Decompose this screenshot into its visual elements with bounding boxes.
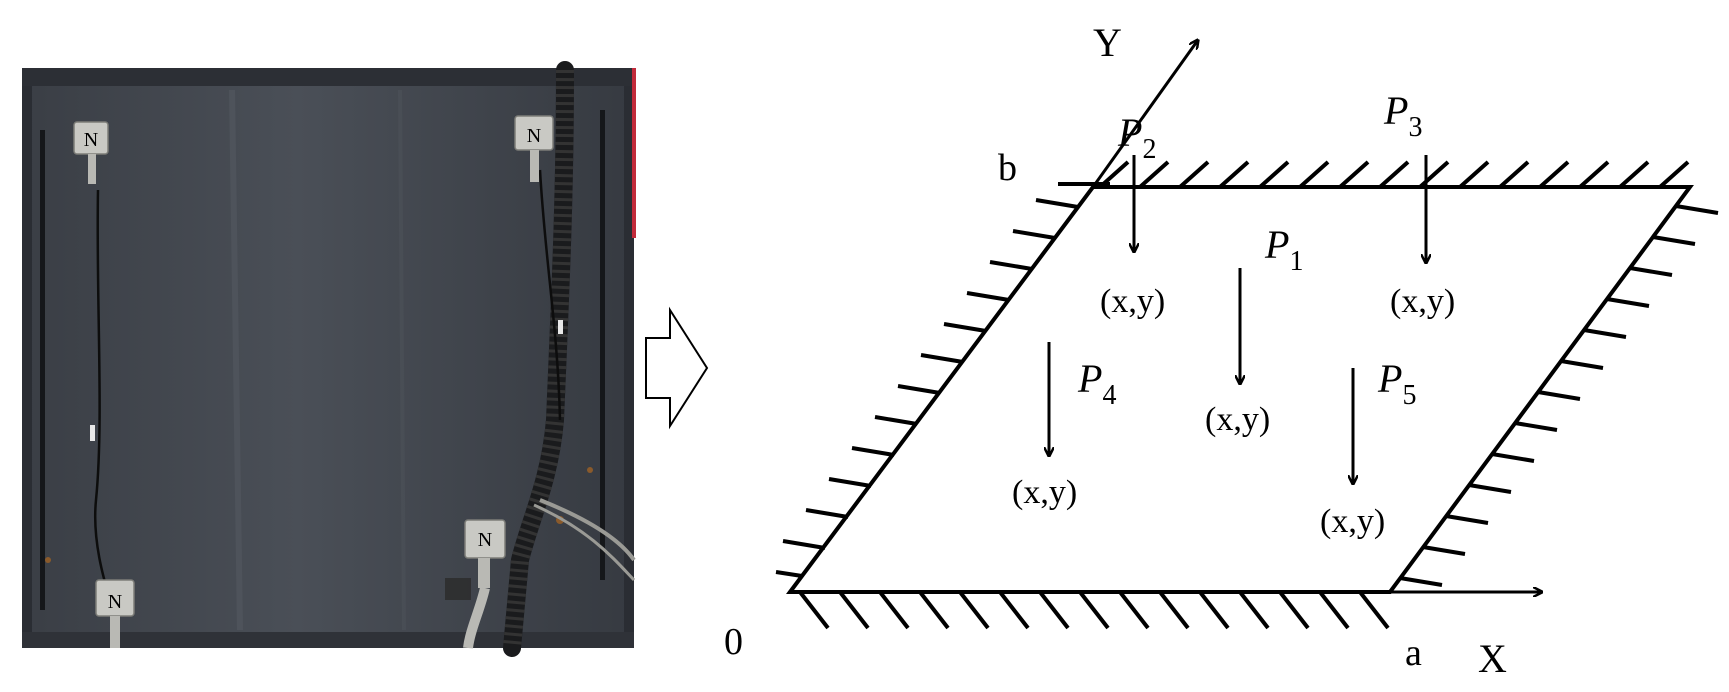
gray-cable: [533, 503, 636, 582]
surface-streak: [398, 89, 406, 631]
rust-spot: [45, 557, 51, 563]
right-edge-hatching: [1399, 204, 1719, 587]
left-edge-hatching: [775, 198, 1079, 578]
coordinate-label-p5: (x,y): [1320, 503, 1385, 540]
red-edge-strip: [632, 68, 636, 238]
hollow-right-arrow-icon: [645, 306, 709, 430]
rust-spot: [587, 467, 593, 473]
load-label-p5: P5: [1377, 356, 1416, 411]
accelerometer-sensor: N: [73, 121, 109, 184]
plate-schematic: [775, 40, 1719, 630]
load-label-p4: P4: [1077, 356, 1116, 411]
top-edge-hatching: [1058, 160, 1690, 189]
load-label-p1: P1: [1264, 222, 1303, 277]
plate-right-edge: [624, 86, 634, 632]
plate-surface: [22, 68, 634, 648]
corner-b-label: b: [998, 147, 1017, 189]
sensor-cable-right: [538, 169, 562, 421]
x-axis-label: X: [1478, 636, 1507, 681]
plate-left-edge: [22, 86, 32, 632]
left-slot: [40, 130, 45, 610]
coordinate-label-p1: (x,y): [1205, 401, 1270, 438]
accelerometer-sensor: N: [445, 519, 506, 649]
coordinate-label-p2: (x,y): [1100, 283, 1165, 320]
sensor-mark: N: [478, 529, 492, 551]
load-label-p3: P3: [1383, 88, 1422, 143]
right-slot: [600, 110, 605, 580]
diagram-labels: Y X 0 b a P2 P3 P1 P4 P5 (x,y) (x,y) (x,…: [724, 20, 1507, 681]
coordinate-label-p3: (x,y): [1390, 283, 1455, 320]
origin-label: 0: [724, 621, 743, 663]
y-axis-label: Y: [1093, 20, 1122, 65]
gray-cable: [539, 498, 636, 562]
sensor-mark: N: [84, 129, 98, 151]
sensor-cable-left: [94, 189, 112, 601]
surface-streak: [229, 89, 243, 631]
y-axis-arrow: [1091, 40, 1198, 188]
test-plate-photo: N N N N: [22, 61, 636, 657]
sensor-mark: N: [108, 591, 122, 613]
accelerometer-sensor: N: [514, 115, 554, 182]
corner-a-label: a: [1405, 632, 1422, 674]
cable-tag: [90, 425, 95, 441]
sensor-mark: N: [527, 125, 541, 147]
plate-top-rail: [22, 68, 634, 86]
cable-conduit-ribs: [503, 69, 574, 649]
coordinate-label-p4: (x,y): [1012, 474, 1077, 511]
bottom-edge-hatching: [798, 590, 1390, 630]
accelerometer-sensor: N: [95, 579, 135, 648]
plate-bottom-rail: [22, 632, 634, 648]
cable-tag: [558, 320, 563, 334]
plate-outline: [786, 185, 1694, 594]
load-label-p2: P2: [1117, 110, 1156, 165]
